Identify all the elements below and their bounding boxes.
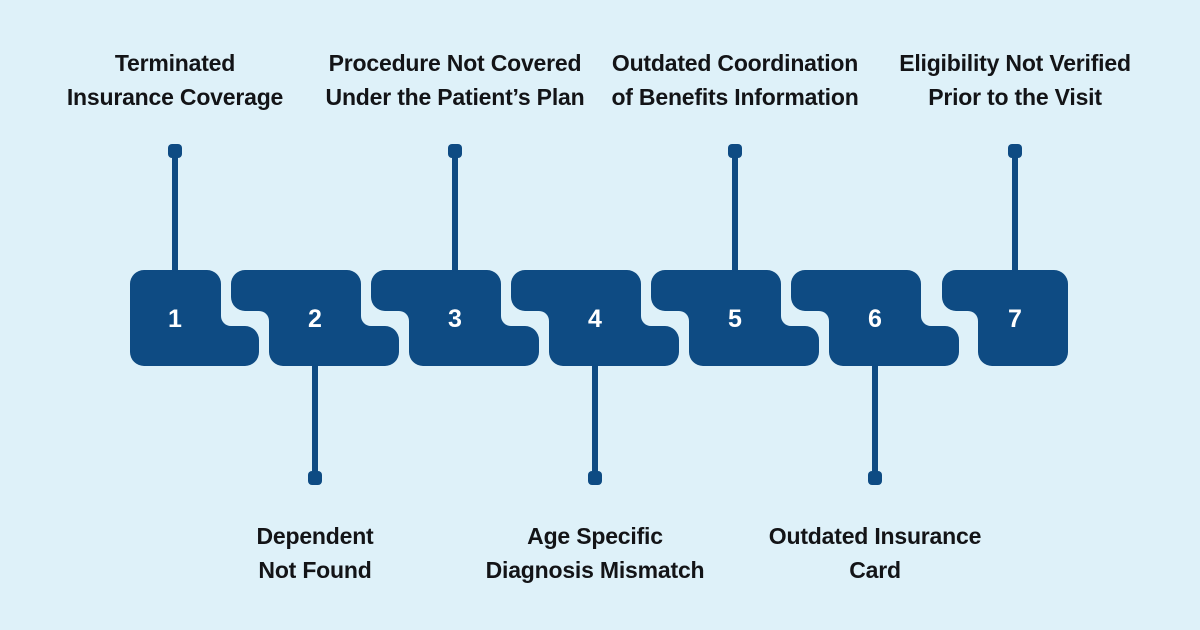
step-label-3-line-2: Under the Patient’s Plan [325, 84, 585, 110]
step-block-2 [231, 270, 399, 366]
step-label-7: Eligibility Not Verified Prior to the Vi… [855, 46, 1175, 114]
step-label-1-line-2: Insurance Coverage [66, 84, 284, 110]
step-connector-4 [592, 364, 598, 473]
step-connector-cap-7 [1008, 144, 1022, 158]
step-label-7-line-1: Eligibility Not Verified [899, 50, 1131, 76]
step-number-3: 3 [448, 305, 462, 333]
step-number-2: 2 [308, 305, 322, 333]
step-connector-cap-5 [728, 144, 742, 158]
step-number-7: 7 [1008, 305, 1022, 333]
step-label-2-line-1: Dependent [256, 523, 374, 549]
step-label-5: Outdated Coordination of Benefits Inform… [575, 46, 895, 114]
step-label-5-line-1: Outdated Coordination [611, 50, 859, 76]
step-label-3: Procedure Not Covered Under the Patient’… [295, 46, 615, 114]
step-connector-cap-1 [168, 144, 182, 158]
step-number-1: 1 [168, 305, 182, 333]
step-label-4: Age Specific Diagnosis Mismatch [435, 519, 755, 587]
step-connector-5 [732, 155, 738, 272]
step-label-4-line-1: Age Specific [527, 523, 663, 549]
step-connector-cap-6 [868, 471, 882, 485]
step-label-2-line-2: Not Found [258, 557, 372, 583]
step-connector-6 [872, 364, 878, 473]
step-label-3-line-1: Procedure Not Covered [328, 50, 582, 76]
step-connector-2 [312, 364, 318, 473]
step-label-5-line-2: of Benefits Information [611, 84, 859, 110]
step-number-6: 6 [868, 305, 882, 333]
step-label-7-line-2: Prior to the Visit [928, 84, 1102, 110]
step-label-4-line-2: Diagnosis Mismatch [485, 557, 705, 583]
step-label-2: Dependent Not Found [155, 519, 475, 587]
step-block-4 [511, 270, 679, 366]
step-number-5: 5 [728, 305, 742, 333]
step-block-1 [130, 270, 259, 366]
step-connector-7 [1012, 155, 1018, 272]
step-connector-cap-3 [448, 144, 462, 158]
step-block-3 [371, 270, 539, 366]
step-label-6-line-2: Card [849, 557, 901, 583]
step-block-6 [791, 270, 959, 366]
step-number-4: 4 [588, 305, 602, 333]
step-block-5 [651, 270, 819, 366]
step-connector-3 [452, 155, 458, 272]
step-label-6-line-1: Outdated Insurance [768, 523, 982, 549]
step-connector-cap-4 [588, 471, 602, 485]
step-label-1-line-1: Terminated [114, 50, 236, 76]
step-connector-1 [172, 155, 178, 272]
step-block-7 [942, 270, 1068, 366]
step-label-6: Outdated Insurance Card [715, 519, 1035, 587]
step-label-1: Terminated Insurance Coverage [15, 46, 335, 114]
step-connector-cap-2 [308, 471, 322, 485]
